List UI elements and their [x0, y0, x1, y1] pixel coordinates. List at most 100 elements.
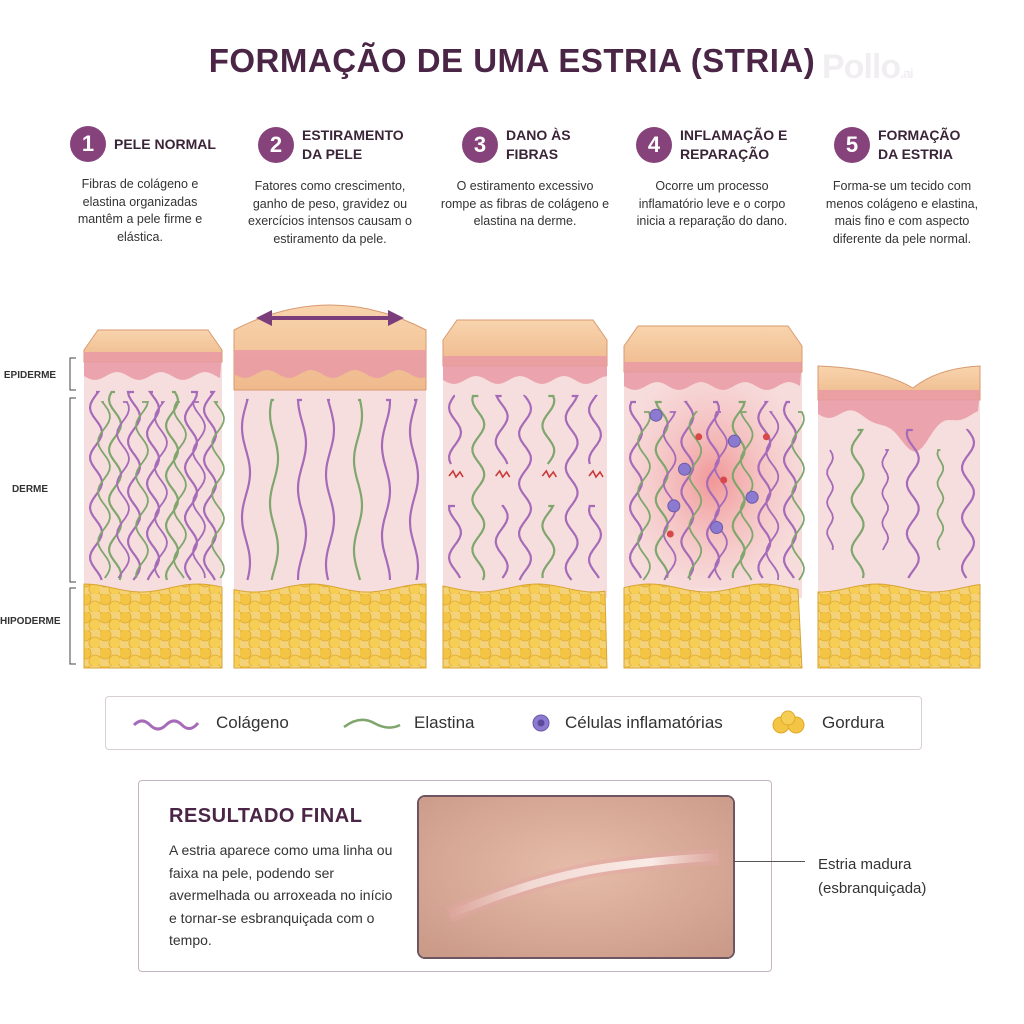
fiber [587, 394, 603, 465]
inflammatory-cell-icon [532, 714, 550, 732]
fiber [905, 428, 920, 579]
fiber [782, 400, 798, 579]
red-cell [666, 530, 674, 538]
step-title: DANO ÀS FIBRAS [506, 127, 571, 162]
step-title: FORMAÇÃO DA ESTRIA [878, 127, 961, 162]
inflammatory-cell [667, 499, 681, 513]
fiber [654, 400, 669, 579]
fiber [97, 401, 111, 579]
result-panel: RESULTADO FINAL A estria aparece como um… [138, 780, 772, 972]
page-title: FORMAÇÃO DE UMA ESTRIA (STRIA) [208, 42, 816, 79]
fiber [240, 398, 252, 581]
hypodermis-fat-layer [817, 583, 981, 669]
fiber [126, 390, 142, 581]
arrow-right-icon [388, 310, 404, 326]
fiber [268, 398, 280, 581]
fiber [191, 401, 206, 579]
fibers [628, 400, 805, 581]
skin-block-5 [817, 365, 981, 669]
step-description: Fatores como crescimento, ganho de peso,… [248, 179, 412, 246]
fiber [116, 401, 130, 579]
result-text: A estria aparece como uma linha ou faixa… [169, 842, 393, 948]
watermark-logo: Pollo.ai [822, 48, 914, 86]
step-number: 5 [834, 127, 870, 163]
fiber [517, 394, 533, 581]
basal-layer [234, 350, 426, 378]
layer-label-epidermis: EPIDERME [3, 370, 57, 381]
inflammatory-cell [649, 408, 663, 422]
fiber [757, 400, 772, 579]
fiber [380, 398, 392, 581]
layer-label-dermis: DERME [11, 484, 49, 495]
fiber [541, 394, 556, 465]
fiber [541, 504, 556, 579]
fiber [135, 401, 150, 579]
fiber [881, 449, 890, 551]
fiber [731, 400, 747, 579]
fiber [705, 400, 721, 579]
fiber [564, 394, 579, 581]
inflammatory-cell [727, 434, 741, 448]
step-number: 1 [70, 126, 106, 162]
fiber [688, 411, 703, 581]
hypodermis-fat-layer [233, 583, 427, 669]
elastin-icon [343, 718, 401, 729]
red-cell [695, 433, 703, 441]
fiber [791, 411, 805, 581]
arrow-left-icon [256, 310, 272, 326]
fiber [587, 504, 603, 579]
fiber [296, 398, 308, 581]
fiber [154, 401, 168, 579]
red-cell [762, 433, 770, 441]
fiber [447, 394, 463, 465]
basal-layer [443, 356, 607, 384]
step-number: 3 [462, 127, 498, 163]
skin-block-1 [83, 329, 225, 669]
fibers [88, 390, 225, 581]
fiber [324, 398, 336, 581]
inflammatory-cell [678, 462, 692, 476]
basal-layer [624, 362, 802, 390]
skin-block-2 [233, 304, 427, 669]
step-title: INFLAMAÇÃO E REPARAÇÃO [680, 127, 788, 162]
fiber [183, 390, 199, 581]
layer-label-hypodermis: HIPODERME [0, 616, 61, 627]
fiber [662, 411, 677, 581]
basal-layer [818, 390, 980, 452]
fiber [211, 401, 225, 579]
layer-brackets [69, 357, 76, 665]
legend: Colágeno Elastina Células inflamatórias … [105, 696, 922, 750]
result-title: RESULTADO FINAL [169, 805, 363, 827]
basal-layer [84, 352, 222, 380]
fiber-break [495, 469, 511, 479]
fibers [240, 398, 420, 581]
step-description: Ocorre um processo inflamatório leve e o… [636, 179, 788, 228]
dermis-layer [443, 366, 607, 598]
fiber [960, 428, 976, 579]
fiber [88, 390, 104, 581]
fiber [680, 400, 695, 579]
skin-cross-section-diagram [69, 304, 981, 669]
fiber [408, 398, 420, 581]
fiber-break [541, 469, 558, 479]
step-title: PELE NORMAL [114, 135, 216, 152]
fiber [628, 400, 644, 579]
legend-inflammatory-cells: Células inflamatórias [531, 697, 723, 749]
legend-elastin: Elastina [342, 697, 474, 749]
inflammatory-cell [710, 521, 724, 535]
inflammation-area [624, 372, 802, 588]
step-description: Forma-se um tecido com menos colágeno e … [825, 179, 979, 246]
skin-block-3 [442, 319, 608, 669]
fiber [145, 390, 161, 581]
skin-block-4 [623, 325, 805, 669]
step-number: 2 [258, 127, 294, 163]
fiber [173, 401, 187, 579]
fiber-break [448, 469, 464, 479]
legend-fat: Gordura [768, 697, 884, 749]
step-description: O estiramento excessivo rompe as fibras … [440, 179, 610, 228]
legend-collagen: Colágeno [132, 697, 289, 749]
